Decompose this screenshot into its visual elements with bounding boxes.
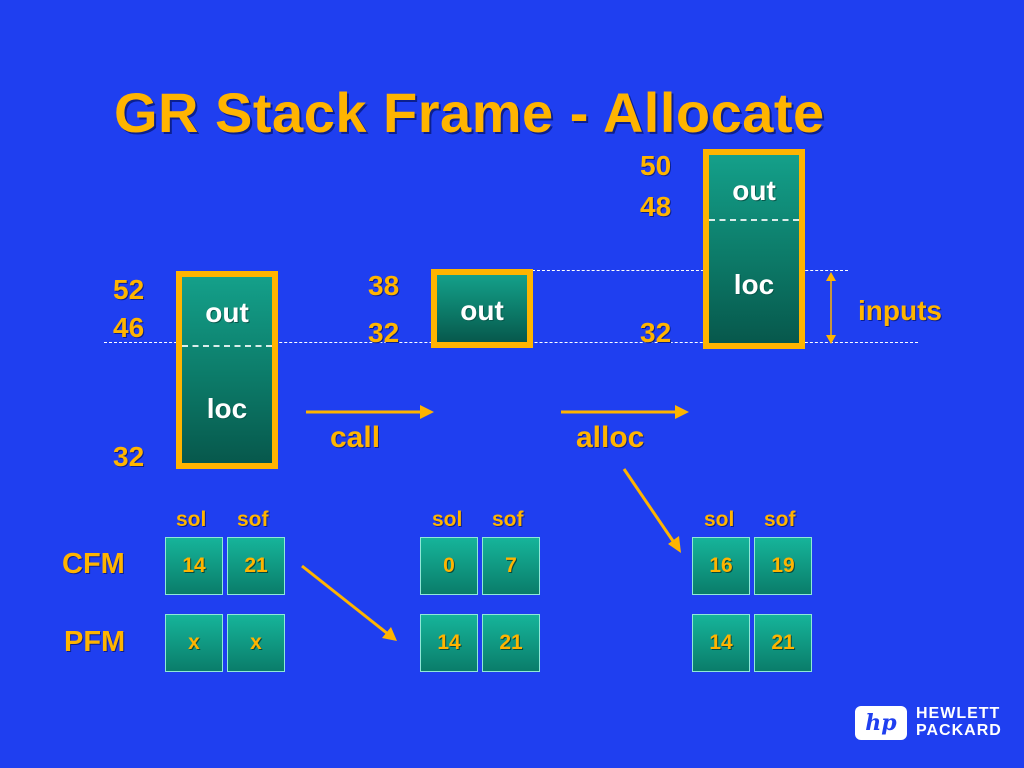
frame-divider [709, 219, 799, 221]
company-name: HEWLETT PACKARD [916, 705, 1002, 739]
call-arrow [306, 405, 434, 419]
cfm-sof-cell: 19 [754, 537, 812, 595]
stack-frame-after-call: out [431, 269, 533, 348]
diagonal-arrow-cfm-to-pfm [301, 564, 397, 641]
company-name-line2: PACKARD [916, 722, 1002, 739]
stack-frame-after-alloc: out loc [703, 149, 805, 349]
reg-number-32: 32 [113, 441, 145, 472]
reg-number-48: 48 [640, 191, 672, 222]
loc-region-label: loc [206, 393, 248, 424]
reg-number-38: 38 [368, 270, 400, 301]
cfm-sof-cell: 7 [482, 537, 540, 595]
pfm-sol-cell: x [165, 614, 223, 672]
pfm-sof-cell: 21 [754, 614, 812, 672]
hp-logo-icon: hp [855, 706, 907, 740]
alloc-label: alloc [576, 421, 645, 454]
inputs-label: inputs [858, 295, 942, 326]
reg-number-52: 52 [113, 274, 145, 305]
out-region-label: out [460, 295, 504, 326]
hp-logo-mark: hp [865, 710, 897, 736]
cfm-sof-cell: 21 [227, 537, 285, 595]
cfm-sol-cell: 16 [692, 537, 750, 595]
sol-header: sol [432, 508, 463, 531]
guide-line-38 [532, 270, 848, 271]
sof-header: sof [764, 508, 796, 531]
pfm-label: PFM [64, 626, 126, 658]
cfm-sol-cell: 14 [165, 537, 223, 595]
reg-number-50: 50 [640, 150, 672, 181]
sol-header: sol [704, 508, 735, 531]
pfm-sol-cell: 14 [692, 614, 750, 672]
stack-frame-before: out loc [176, 271, 278, 469]
slide-title: GR Stack Frame - Allocate [114, 81, 825, 144]
alloc-arrow [561, 405, 689, 419]
cfm-label: CFM [62, 548, 125, 580]
reg-number-32: 32 [368, 317, 400, 348]
pfm-sof-cell: 21 [482, 614, 540, 672]
pfm-sol-cell: 14 [420, 614, 478, 672]
out-region-label: out [732, 175, 776, 206]
sol-header: sol [176, 508, 207, 531]
cfm-sol-cell: 0 [420, 537, 478, 595]
inputs-bracket-arrow [826, 272, 836, 344]
reg-number-46: 46 [113, 312, 145, 343]
out-region-label: out [205, 297, 249, 328]
loc-region-label: loc [733, 269, 775, 300]
sof-header: sof [237, 508, 269, 531]
pfm-sof-cell: x [227, 614, 285, 672]
reg-number-32: 32 [640, 317, 672, 348]
diagonal-arrow-alloc [622, 468, 681, 553]
company-name-line1: HEWLETT [916, 705, 1001, 722]
frame-divider [182, 345, 272, 347]
call-label: call [330, 421, 381, 454]
sof-header: sof [492, 508, 524, 531]
